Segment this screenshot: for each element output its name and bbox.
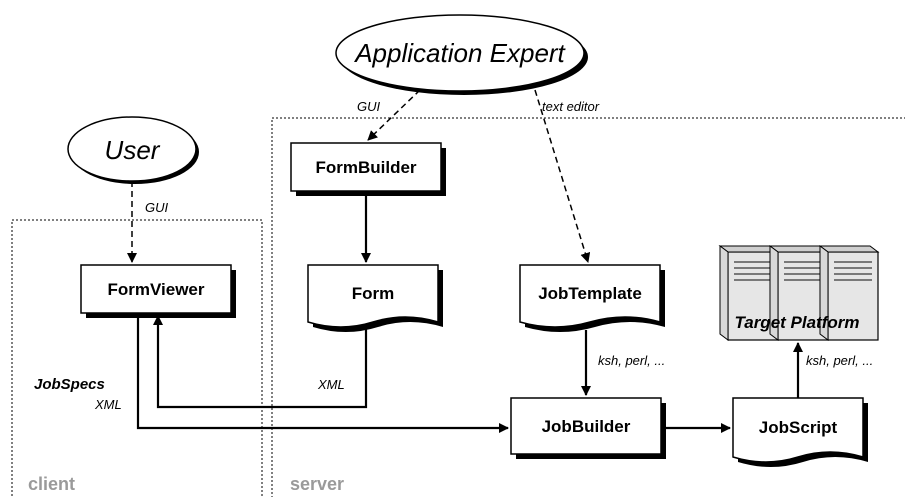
script-to-platform-label: ksh, perl, ... [806,353,873,368]
formbuilder-label: FormBuilder [315,158,416,177]
jobtemplate-document [519,264,661,328]
target-platform-label: Target Platform [734,313,859,332]
application-expert-actor [335,14,585,92]
jobtemplate-label: JobTemplate [538,284,642,303]
target-platform-servers-icon [718,245,880,341]
user-gui-label: GUI [145,200,169,215]
user-label: User [105,135,161,165]
jobspecs-xml-label: XML [94,397,122,412]
jobbuilder-label: JobBuilder [542,417,631,436]
form-label: Form [352,284,395,303]
server-tower-icon [818,245,880,341]
server-region-label: server [290,474,344,494]
jobscript-document [732,397,864,463]
jobspecs-label: JobSpecs [34,376,105,393]
expert-to-formbuilder-arrow [367,89,421,141]
jobbuilder-box [510,397,662,455]
formviewer-label: FormViewer [107,280,204,299]
formviewer-box [80,264,232,314]
form-xml-label: XML [317,377,345,392]
text-editor-label: text editor [542,99,600,114]
jobscript-label: JobScript [759,418,838,437]
server-region [271,117,905,497]
expert-gui-label: GUI [357,99,381,114]
template-to-builder-label: ksh, perl, ... [598,353,665,368]
form-document [307,264,439,328]
client-region [11,219,263,497]
client-region-label: client [28,474,75,494]
form-to-formviewer-arrow [153,315,368,409]
application-expert-label: Application Expert [353,38,566,68]
expert-to-jobtemplate-arrow [534,89,591,263]
formviewer-to-jobbuilder-arrow [136,313,509,433]
